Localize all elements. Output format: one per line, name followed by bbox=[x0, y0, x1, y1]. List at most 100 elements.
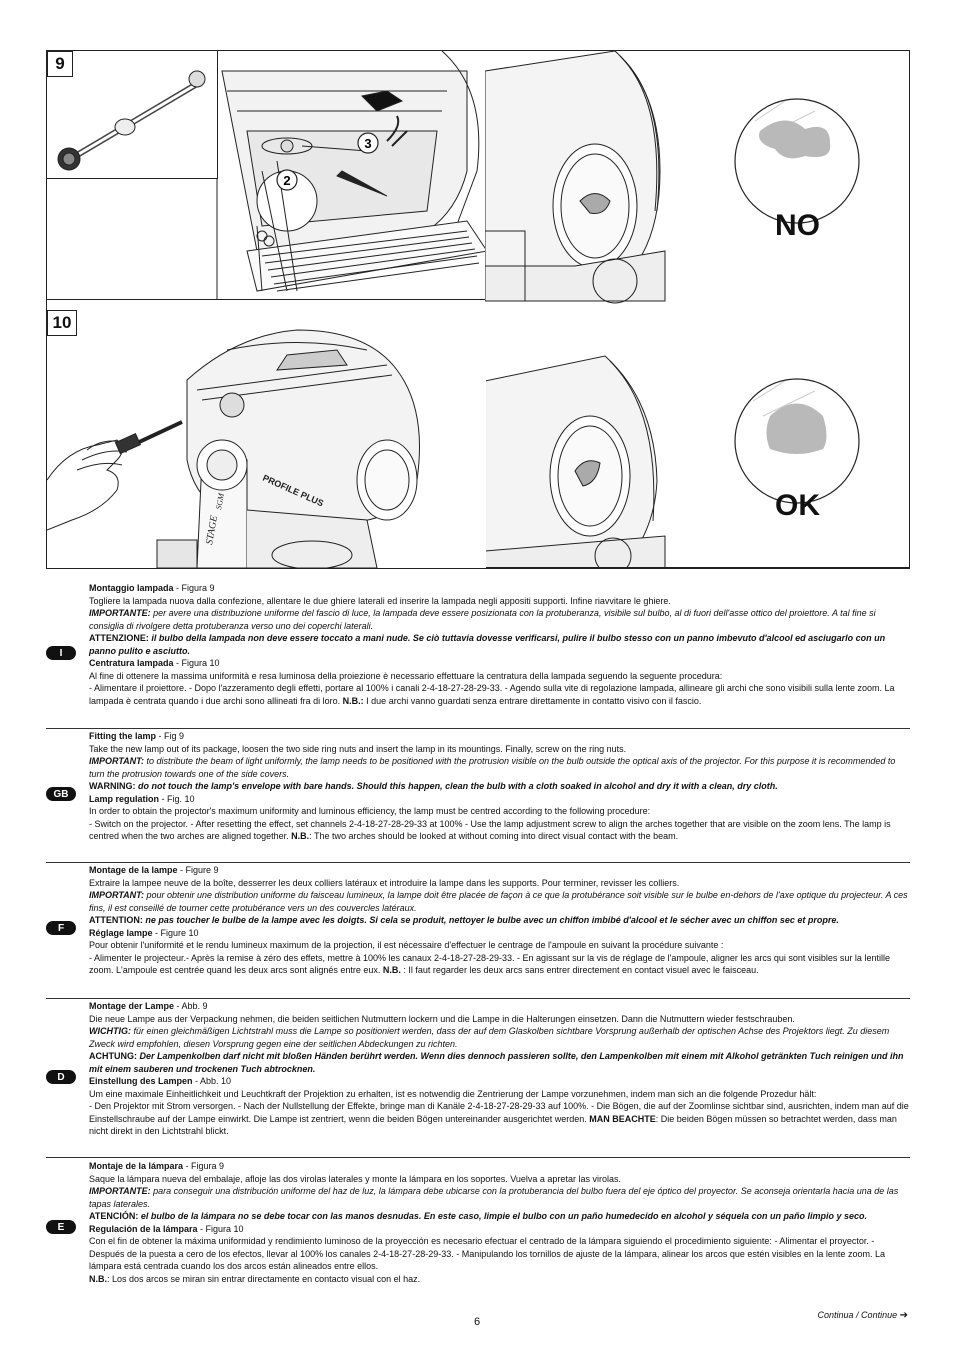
note-text: I due archi vanno guardati senza entrare… bbox=[363, 695, 702, 706]
regulation-title: Regulación de la lámpara bbox=[89, 1223, 198, 1234]
warning-text: il bulbo della lampada non deve essere t… bbox=[89, 633, 886, 656]
callout-2: 2 bbox=[283, 173, 290, 188]
regulation-text: Pour obtenir l'uniformité et le rendu lu… bbox=[89, 940, 724, 950]
continue-text: Continua / Continue bbox=[817, 1310, 898, 1320]
language-badge: I bbox=[46, 646, 76, 660]
note-text: : The two arches should be looked at wit… bbox=[309, 831, 679, 841]
fitting-ref: - Figura 9 bbox=[183, 1161, 225, 1171]
label-ok: OK bbox=[775, 489, 820, 522]
lamp-inset bbox=[47, 51, 218, 179]
important-text: to distribute the beam of light uniforml… bbox=[89, 756, 896, 779]
figure-10-drawing: PROFILE PLUS STAGE SGM bbox=[47, 329, 420, 568]
warning-text: el bulbo de la lámpara no se debe tocar … bbox=[138, 1211, 868, 1221]
note-label: N.B. bbox=[291, 831, 310, 841]
lamp-icon bbox=[57, 70, 206, 171]
alignment-drawing bbox=[485, 51, 860, 567]
arrow-right-icon: ➔ bbox=[899, 1310, 908, 1321]
fitting-ref: - Fig 9 bbox=[156, 731, 185, 741]
regulation-ref: - Figura 10 bbox=[197, 1223, 244, 1234]
warning-text: do not touch the lamp's envelope with ba… bbox=[135, 781, 778, 791]
fitting-title: Montaggio lampada bbox=[89, 583, 174, 593]
figures-bottom-rule bbox=[46, 568, 910, 569]
warning-text: ne pas toucher le bulbe de la lampe avec… bbox=[142, 915, 839, 925]
warning-label: ATTENTION: bbox=[89, 915, 143, 925]
regulation-title: Einstellung des Lampen bbox=[89, 1076, 193, 1086]
regulation-text: Con el fin de obtener la máxima uniformi… bbox=[89, 1236, 885, 1271]
important-label: IMPORTANTE: bbox=[89, 608, 151, 618]
regulation-text: In order to obtain the projector's maxim… bbox=[89, 806, 651, 816]
fitting-ref: - Figure 9 bbox=[177, 865, 219, 875]
important-label: WICHTIG: bbox=[89, 1026, 131, 1036]
fitting-title: Montage der Lampe bbox=[89, 1001, 175, 1011]
figure-9-drawing: 1 2 3 bbox=[53, 51, 485, 299]
lamp-alignment-panel: NO OK bbox=[485, 50, 910, 568]
figure-9: 1 2 3 9 bbox=[46, 50, 486, 300]
instructions-section: E Montaje de la lámpara - Figura 9 Saque l… bbox=[46, 1160, 910, 1300]
important-label: IMPORTANTE: bbox=[89, 1186, 151, 1196]
note-label: N.B. bbox=[382, 965, 401, 975]
important-text: per avere una distribuzione uniforme del… bbox=[89, 608, 876, 631]
figures-left-rule bbox=[46, 300, 47, 568]
fitting-text: Extraire la lampee neuve de la boîte, de… bbox=[89, 877, 680, 888]
language-badge: GB bbox=[46, 787, 76, 801]
regulation-ref: - Abb. 10 bbox=[192, 1076, 232, 1086]
important-text: für einen gleichmäßigen Lichtstrahl muss… bbox=[89, 1026, 890, 1049]
regulation-ref: - Figure 10 bbox=[152, 927, 199, 938]
fitting-title: Montage de la lampe bbox=[89, 865, 178, 875]
warning-label: ATENCIÓN: bbox=[89, 1211, 139, 1221]
fitting-text: Take the new lamp out of its package, lo… bbox=[89, 743, 627, 754]
note-text: : Die beiden Bögen müssen so betrachtet … bbox=[89, 1113, 897, 1137]
regulation-ref: - Figura 10 bbox=[173, 658, 220, 668]
fitting-text: Saque la lámpara nueva del embalaje, afl… bbox=[89, 1173, 621, 1184]
regulation-steps: - Switch on the projector. - After reset… bbox=[89, 818, 891, 842]
fitting-ref: - Figura 9 bbox=[173, 583, 215, 593]
fitting-text: Die neue Lampe aus der Verpackung nehmen… bbox=[89, 1013, 795, 1024]
fitting-text: Togliere la lampada nuova dalla confezio… bbox=[89, 595, 671, 606]
regulation-steps: - Den Projektor mit Strom versorgen. - N… bbox=[89, 1101, 909, 1124]
note-label: MAN BEACHTE bbox=[589, 1113, 656, 1124]
figure-9-number: 9 bbox=[47, 51, 73, 77]
important-label: IMPORTANT: bbox=[89, 890, 144, 900]
regulation-text: Al fine di ottenere la massima uniformit… bbox=[89, 670, 723, 681]
language-badge: F bbox=[46, 921, 76, 935]
language-badge: E bbox=[46, 1220, 76, 1234]
instructions-section: GB Fitting the lamp - Fig 9 Take the new l… bbox=[46, 730, 910, 863]
warning-label: WARNING: bbox=[89, 781, 136, 791]
regulation-title: Centratura lampada bbox=[89, 658, 174, 668]
regulation-steps: - Alimentare il proiettore. - Dopo l'azz… bbox=[89, 683, 895, 706]
fitting-ref: - Abb. 9 bbox=[174, 1001, 208, 1011]
regulation-text: Um eine maximale Einheitlichkeit und Leu… bbox=[89, 1088, 817, 1099]
important-label: IMPORTANT: bbox=[89, 756, 144, 766]
instructions-section: I Montaggio lampada - Figura 9 Togliere la… bbox=[46, 582, 910, 729]
note-text: : Los dos arcos se miran sin entrar dire… bbox=[107, 1273, 421, 1284]
housing-text-stage: STAGE bbox=[204, 515, 220, 546]
note-label: N.B. bbox=[89, 1273, 107, 1284]
warning-text: Der Lampenkolben darf nicht mit bloßen H… bbox=[89, 1051, 904, 1074]
callout-3: 3 bbox=[364, 136, 371, 151]
regulation-title: Lamp regulation bbox=[89, 793, 160, 804]
language-badge: D bbox=[46, 1070, 76, 1084]
note-label: N.B.: bbox=[342, 695, 364, 706]
instructions-section: F Montage de la lampe - Figure 9 Extraire … bbox=[46, 864, 910, 999]
warning-label: ATTENZIONE: bbox=[89, 633, 149, 643]
section-text: Montage de la lampe - Figure 9 Extraire l… bbox=[89, 864, 910, 977]
regulation-title: Réglage lampe bbox=[89, 927, 153, 938]
warning-label: ACHTUNG: bbox=[89, 1051, 137, 1061]
housing-text-sgm: SGM bbox=[214, 491, 226, 510]
figure-10: PROFILE PLUS STAGE SGM 10 bbox=[46, 310, 486, 568]
continue-note: Continua / Continue ➔ bbox=[818, 1310, 908, 1321]
section-text: Montage der Lampe - Abb. 9 Die neue Lampe… bbox=[89, 1000, 910, 1138]
fitting-title: Fitting the lamp bbox=[89, 731, 156, 741]
important-text: para conseguir una distribución uniforme… bbox=[89, 1186, 899, 1209]
section-text: Montaggio lampada - Figura 9 Togliere la … bbox=[89, 582, 910, 707]
section-text: Fitting the lamp - Fig 9 Take the new lam… bbox=[89, 730, 910, 843]
fitting-title: Montaje de la lámpara bbox=[89, 1161, 184, 1171]
important-text: pour obtenir une distribution uniforme d… bbox=[89, 890, 908, 913]
instructions-section: D Montage der Lampe - Abb. 9 Die neue Lamp… bbox=[46, 1000, 910, 1158]
figure-10-number: 10 bbox=[47, 310, 77, 336]
label-no: NO bbox=[775, 209, 820, 242]
regulation-ref: - Fig. 10 bbox=[159, 793, 195, 804]
section-text: Montaje de la lámpara - Figura 9 Saque la… bbox=[89, 1160, 910, 1285]
note-text: : Il faut regarder les deux arcs sans en… bbox=[400, 965, 759, 975]
regulation-steps: - Alimenter le projecteur.- Après la rem… bbox=[89, 952, 890, 976]
